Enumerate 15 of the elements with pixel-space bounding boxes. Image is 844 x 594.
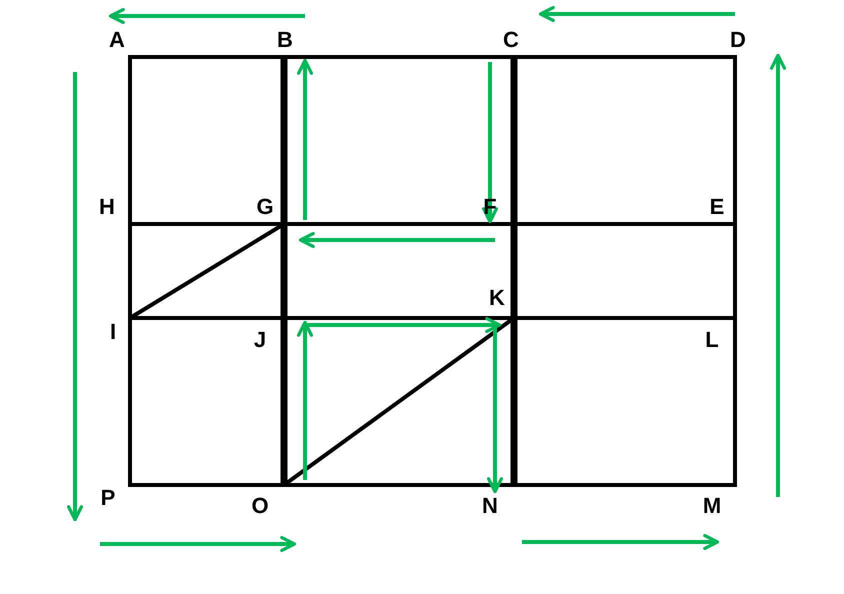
point-label: G <box>256 196 274 218</box>
point-label: A <box>109 29 125 51</box>
point-label: J <box>254 329 266 351</box>
point-label: K <box>489 287 505 309</box>
point-label: M <box>702 495 722 517</box>
point-label: H <box>99 196 115 218</box>
point-label: I <box>110 321 116 343</box>
point-label: N <box>482 495 498 517</box>
point-label: L <box>705 329 719 351</box>
point-label: E <box>710 196 724 218</box>
point-label: O <box>251 495 269 517</box>
point-label: B <box>277 29 293 51</box>
point-label: D <box>730 29 746 51</box>
point-label: P <box>100 487 116 509</box>
point-label: C <box>503 29 519 51</box>
